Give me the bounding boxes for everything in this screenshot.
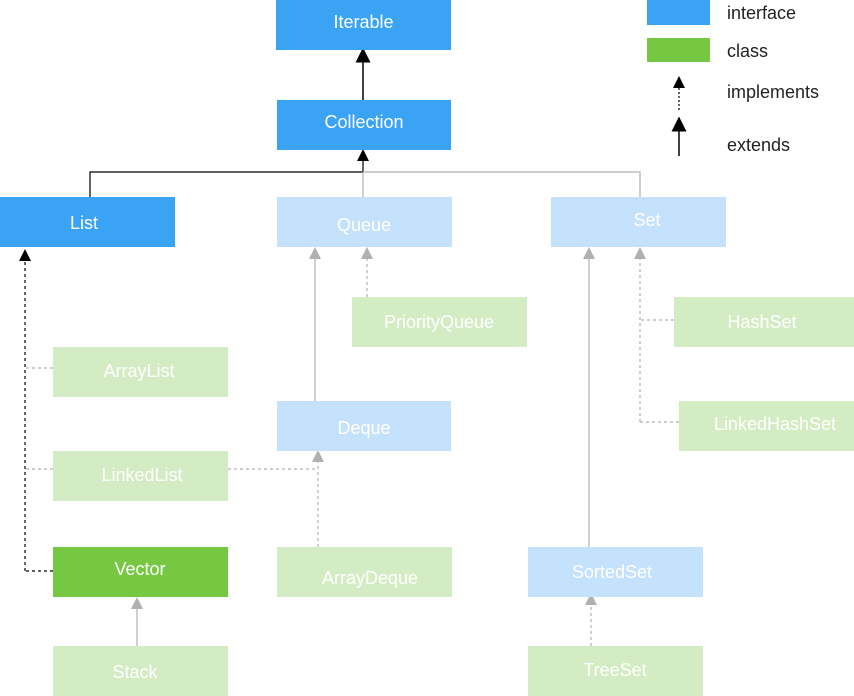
legend-implements-label: implements xyxy=(727,82,819,102)
node-vector-label: Vector xyxy=(114,559,165,579)
node-list-label: List xyxy=(70,213,98,233)
node-priorityqueue-label: PriorityQueue xyxy=(384,312,494,332)
node-treeset: TreeSet xyxy=(528,646,703,696)
legend-class-label: class xyxy=(727,41,768,61)
connectors xyxy=(19,47,679,646)
node-queue: Queue xyxy=(277,197,452,247)
node-collection-label: Collection xyxy=(324,112,403,132)
node-set: Set xyxy=(551,197,726,247)
node-stack-label: Stack xyxy=(112,662,158,682)
node-arraylist-label: ArrayList xyxy=(103,361,174,381)
legend-class-swatch xyxy=(647,38,710,62)
node-deque: Deque xyxy=(277,401,451,451)
node-linkedlist-label: LinkedList xyxy=(101,465,182,485)
node-linkedhashset: LinkedHashSet xyxy=(679,401,854,451)
node-stack: Stack xyxy=(53,646,228,696)
node-linkedhashset-label: LinkedHashSet xyxy=(714,414,836,434)
legend: interface class implements extends xyxy=(647,0,819,156)
node-sortedset: SortedSet xyxy=(528,547,703,597)
edge-list-collection xyxy=(89,171,363,197)
legend-extends-label: extends xyxy=(727,135,790,155)
legend-interface-swatch xyxy=(647,0,710,25)
node-priorityqueue: PriorityQueue xyxy=(352,297,527,347)
node-sortedset-label: SortedSet xyxy=(572,562,652,582)
legend-interface-label: interface xyxy=(727,3,796,23)
node-hashset: HashSet xyxy=(674,297,854,347)
node-queue-label: Queue xyxy=(337,215,391,235)
node-iterable-label: Iterable xyxy=(333,12,393,32)
node-arraydeque-label: ArrayDeque xyxy=(322,568,418,588)
node-linkedlist: LinkedList xyxy=(53,451,228,501)
node-treeset-label: TreeSet xyxy=(583,660,646,680)
node-list: List xyxy=(0,197,175,247)
node-iterable: Iterable xyxy=(276,0,451,50)
node-arraydeque: ArrayDeque xyxy=(277,547,452,597)
node-vector: Vector xyxy=(53,547,228,597)
node-arraylist: ArrayList xyxy=(53,347,228,397)
node-hashset-label: HashSet xyxy=(727,312,796,332)
node-deque-label: Deque xyxy=(337,418,390,438)
edge-set-collection xyxy=(363,171,641,197)
node-set-label: Set xyxy=(633,210,660,230)
node-collection: Collection xyxy=(277,100,451,150)
